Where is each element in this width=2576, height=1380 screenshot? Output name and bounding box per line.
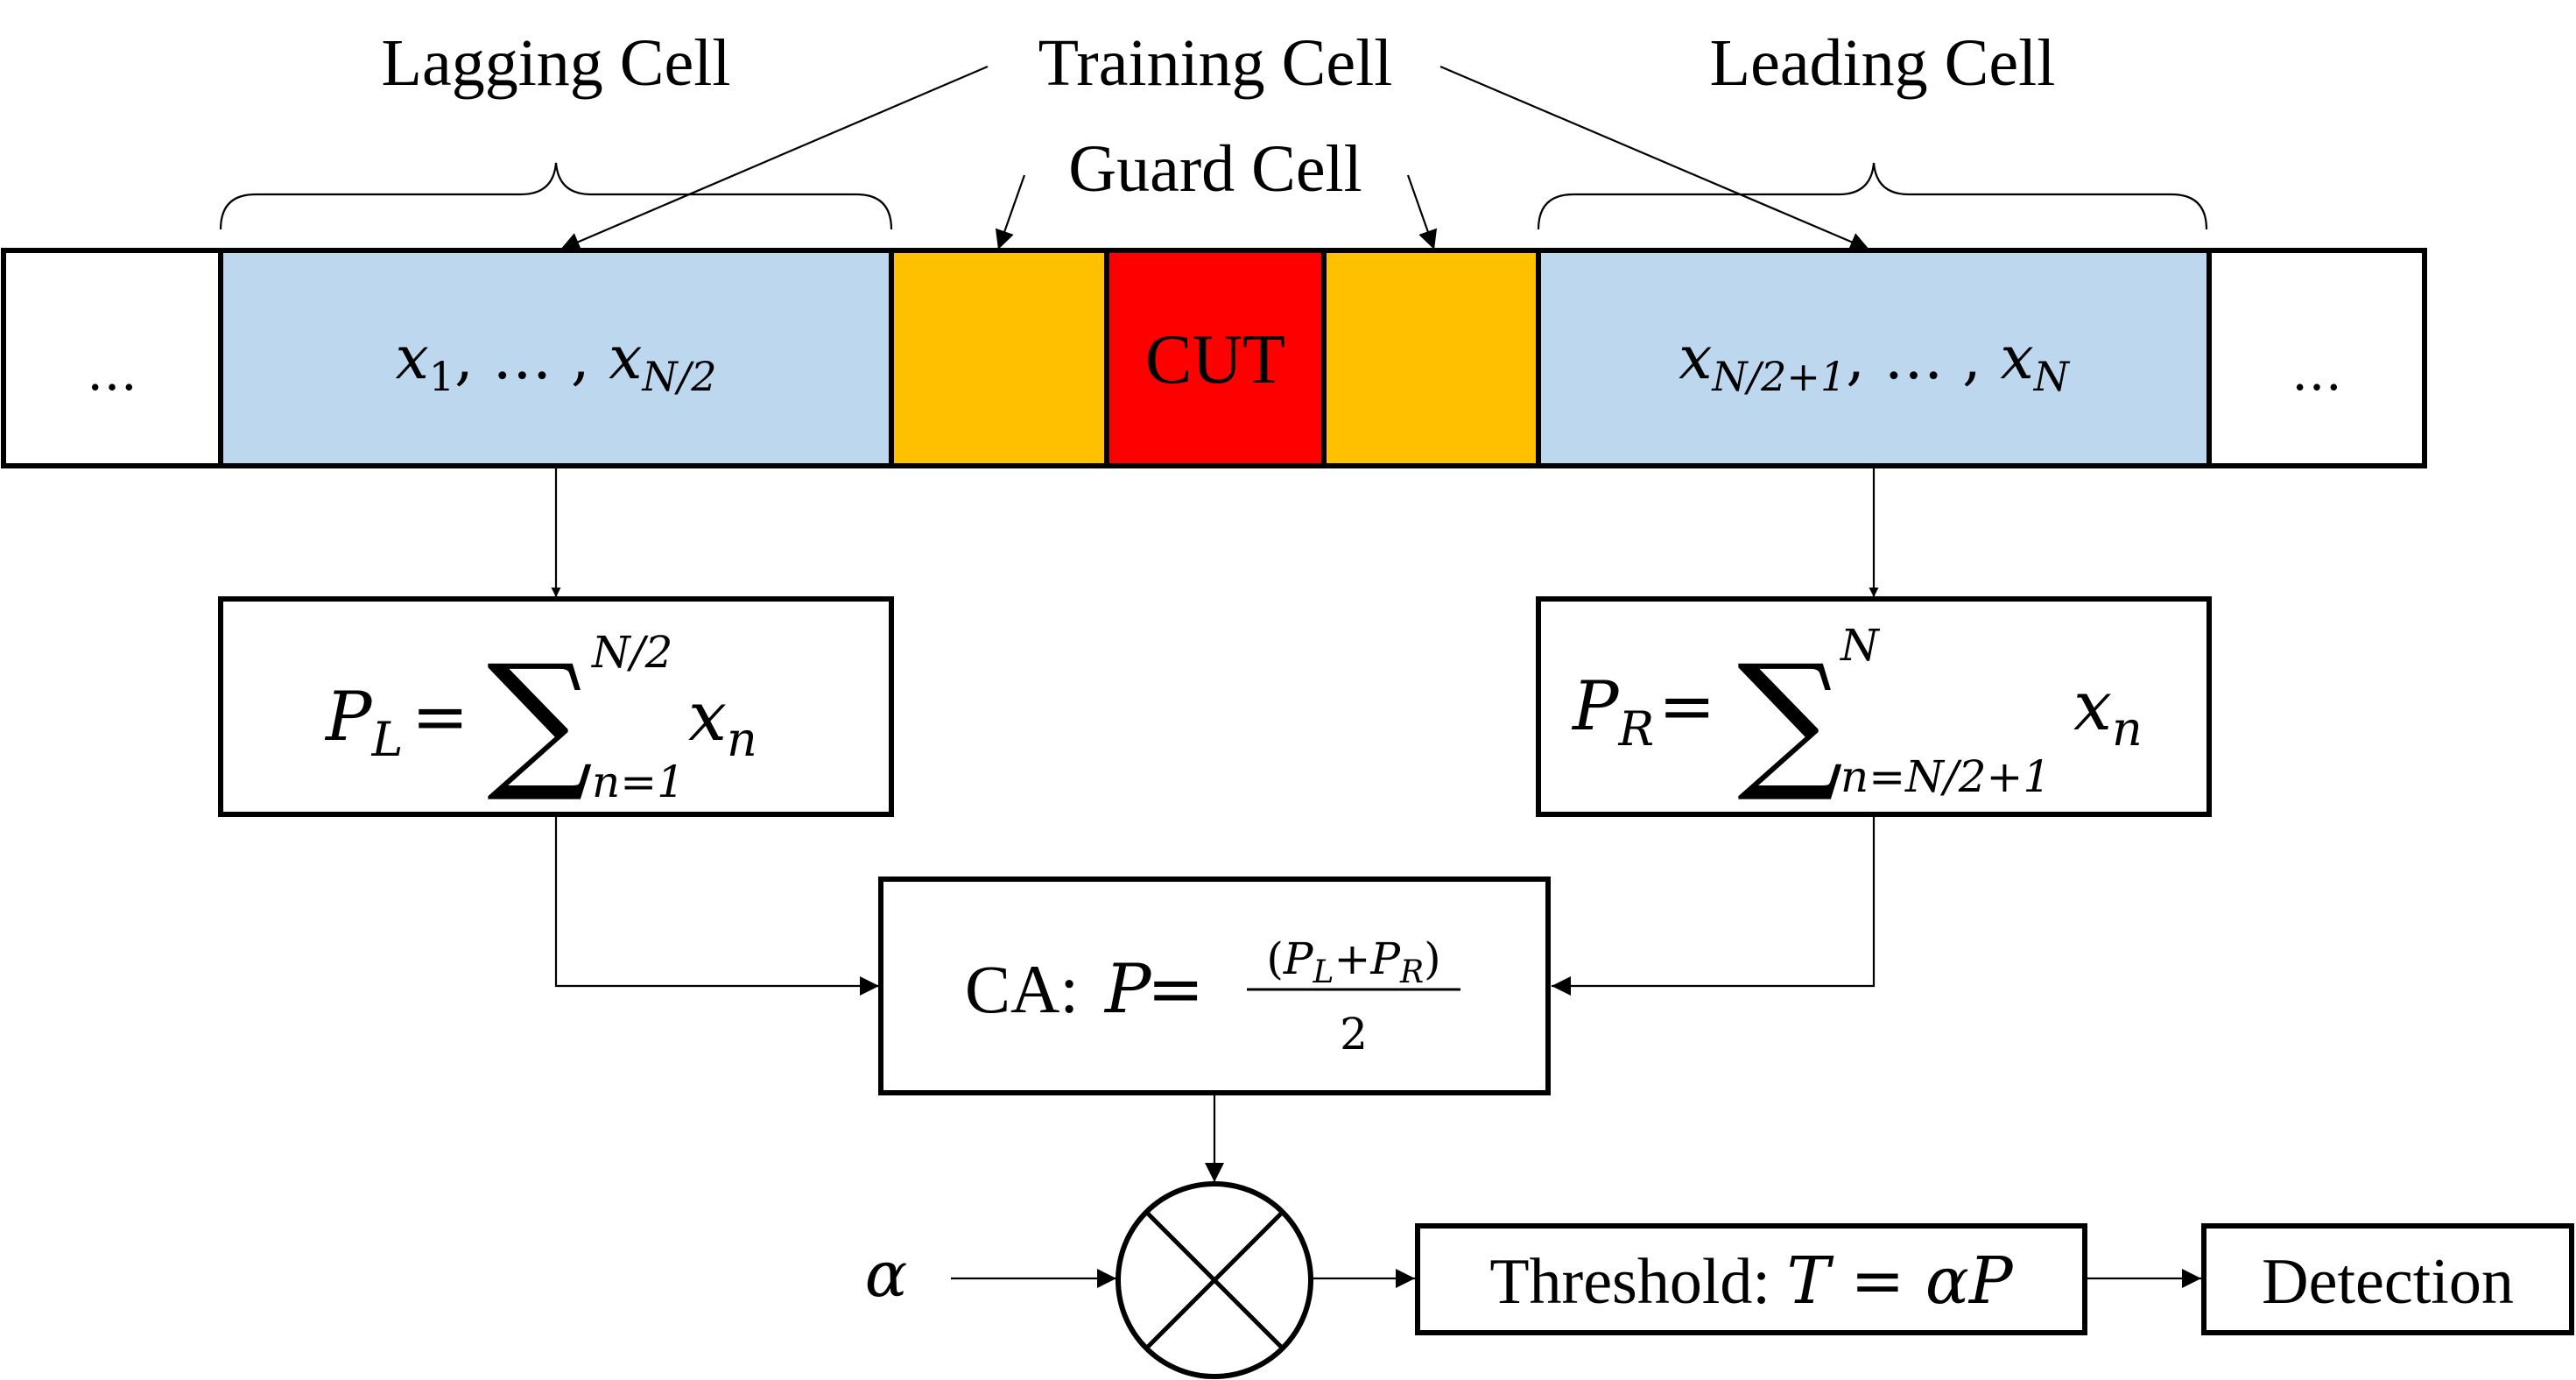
guard-cell-label: Guard Cell [1068,132,1362,206]
right-ellipsis-cell [2206,248,2427,468]
cut-cell [1104,248,1327,468]
lagging-brace [219,162,893,230]
pl-upper-limit: N/2 [591,627,672,678]
ca-variable: P [1103,950,1152,1029]
guard-arrow-right [1406,174,1438,250]
ca-prefix: CA: [965,951,1079,1027]
pl-sum-box [218,596,894,817]
pr-upper-limit: N [1840,620,1881,671]
ca-numerator: (PL+PR) [1266,933,1440,990]
pr-lower-limit: n=N/2+1 [1841,751,2051,802]
pr-sigma: ∑ [1737,633,1843,806]
left-guard-cell [889,248,1109,468]
leading-training-cell [1536,248,2212,468]
multiplier-symbol [1116,1181,1313,1379]
training-arrow-right [1439,65,1870,251]
training-cell-label: Training Cell [1038,26,1393,100]
pl-variable: PL [324,678,403,767]
detection-box [2201,1223,2574,1335]
lagging-cell-label: Lagging Cell [382,26,731,100]
pl-lower-limit: n=1 [592,757,685,807]
ca-average-box [878,877,1551,1095]
alpha-input: α [865,1237,908,1311]
pl-term: xn [688,678,757,767]
guard-arrow-left [995,174,1026,250]
ca-equals: = [1147,950,1204,1029]
lagging-training-cell [218,248,894,468]
ca-denominator: 2 [1340,1009,1368,1060]
left-ellipsis: … [87,342,137,402]
arrow-pl-to-ca [554,816,879,996]
pl-sigma: ∑ [487,633,593,806]
right-guard-cell [1321,248,1541,468]
pr-sum-box [1536,596,2212,817]
arrow-pr-to-ca [1552,816,1876,996]
leading-cell-range: xN/2+1, … , xN [1679,324,2071,400]
leading-brace [1537,162,2208,230]
pr-equals: = [1658,667,1715,746]
pr-term: xn [2073,667,2143,757]
leading-cell-label: Leading Cell [1710,26,2056,100]
pl-equals: = [412,678,468,757]
training-arrow-left [560,65,989,251]
threshold-label: Threshold: T = αP [1489,1243,2013,1319]
pr-variable: PR [1571,667,1654,757]
threshold-box [1415,1223,2087,1335]
right-ellipsis: … [2291,342,2342,402]
lagging-cell-range: x1, … , xN/2 [395,324,716,400]
detection-label: Detection [2262,1246,2514,1318]
cut-label: CUT [1145,321,1285,398]
